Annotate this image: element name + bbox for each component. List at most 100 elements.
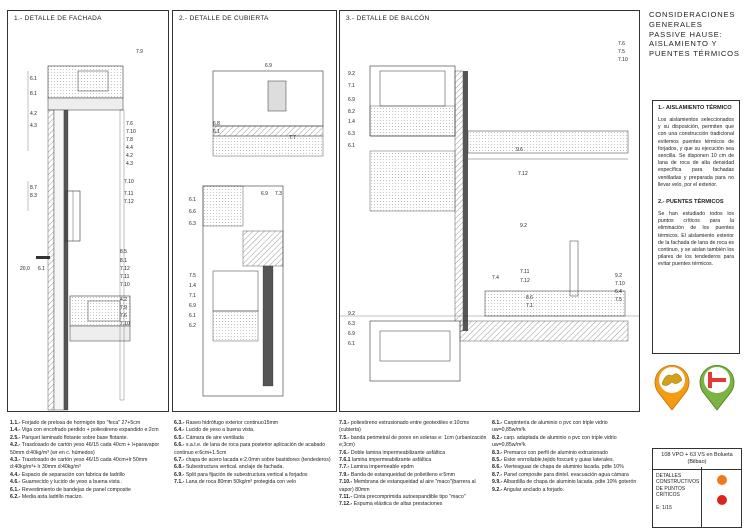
legend-item: 4.2.- Trasdosado de cartón yeso 46/15 ca…	[10, 442, 160, 456]
project-description: DETALLES CONSTRUCTIVOS DE PUNTOS CRÍTICO…	[656, 473, 700, 499]
tag-label: 6.2	[189, 323, 196, 329]
tag-label: 7.10	[615, 281, 625, 287]
tag-label: 6.8	[213, 121, 220, 127]
panel-title: 3.- DETALLE DE BALCÓN	[346, 15, 430, 22]
legend-item: 7.7.- Lamina impermeable epdm	[339, 464, 414, 471]
tag-label: 6.6	[189, 209, 196, 215]
tag-label: 8.7	[30, 185, 37, 191]
tag-label: 9.2	[520, 223, 527, 229]
project-info-box: 108 VPO + 63 VS en Bolueta (Bilbao) DETA…	[652, 448, 742, 528]
tag-label: 7.12	[520, 278, 530, 284]
legend-col-4: 8.1.- Carpintería de aluminio o pvc con …	[492, 420, 637, 494]
legend-item: 8.1.- Carpintería de aluminio o pvc con …	[492, 420, 608, 434]
tag-label: 1.4	[348, 119, 355, 125]
tag-label: 8.2	[348, 109, 355, 115]
tag-label: 8.5	[120, 249, 127, 255]
section-heading: 1.- AISLAMIENTO TÉRMICO	[658, 105, 732, 111]
section-heading: 2.- PUENTES TÉRMICOS	[658, 199, 724, 206]
notes-box: 1.- AISLAMIENTO TÉRMICO Los aislamientos…	[652, 100, 740, 354]
tag-label: 7.7	[289, 135, 296, 141]
status-dot-red	[717, 495, 727, 505]
legend-item: 9.9.- Albardilla de chapa de aluminio la…	[492, 479, 637, 486]
legend-item: 6.1.- Revestimiento de bandejas de panel…	[10, 486, 131, 493]
legend-item: 6.4.- Lucido de yeso a buena vista.	[174, 427, 255, 434]
cubierta-drawing	[202, 70, 324, 397]
tag-label: 7.6	[126, 121, 133, 127]
legend-item: 8.2.- carp. adaptada de aluminio o pvc c…	[492, 434, 617, 449]
tag-label: 6.3	[348, 321, 355, 327]
tag-label: 7.12	[124, 199, 134, 205]
project-title: 108 VPO + 63 VS en Bolueta (Bilbao)	[653, 449, 741, 470]
tag-label: 7.11	[520, 269, 530, 275]
legend-item: 7.5.- banda perimetral de porex en soler…	[339, 434, 487, 449]
legend-item: 6.5.- Cámara de aire ventilada	[174, 434, 244, 441]
insulation-badge-icon	[652, 362, 692, 412]
legend-item: 7.1.- Lana de roca 80mm 50kg/m³ protegid…	[174, 479, 296, 486]
legend-col-2: 6.3.- Raseo hidrófugo exterior continuo1…	[174, 420, 332, 487]
tag-label: 7.10	[120, 282, 130, 288]
legend-item: 8.5.- Estor enrrollable,tejido foscurit …	[492, 457, 614, 464]
tag-label: 6.9	[189, 303, 196, 309]
section-body: Los aislamientos seleccionados y su disp…	[658, 117, 734, 188]
tag-label: 7.10	[120, 321, 130, 327]
tag-label: 8.1	[30, 91, 37, 97]
scale-label: E: 1/15	[656, 505, 672, 511]
tag-label: 7.10	[124, 179, 134, 185]
tag-label: 6.1	[38, 266, 45, 272]
tag-label: 6.1	[189, 197, 196, 203]
tag-label: 8.3	[30, 193, 37, 199]
legend-item: 7.6.1 lamina impermeabilizante asfáltica	[339, 457, 432, 464]
tag-label: 6.1	[189, 313, 196, 319]
tag-label: 4.2	[126, 153, 133, 159]
legend-col-1: 1.1.- Forjado de prelosa de hormigón tip…	[10, 420, 170, 501]
tag-label: 7.6	[120, 313, 127, 319]
sheet-title: CONSIDERACIONES GENERALES PASSIVE HAUSE:…	[649, 10, 740, 59]
balcon-drawing	[340, 65, 639, 382]
legend-item: 8.7.- Panel composite para dintel. evacu…	[492, 471, 629, 478]
tag-label: 6.9	[348, 331, 355, 337]
tag-label: 4.3	[30, 123, 37, 129]
tag-label: 7.5	[618, 49, 625, 55]
tag-label: 4.2	[120, 297, 127, 303]
tag-label: 4.4	[126, 145, 133, 151]
tag-label: 7.3	[275, 191, 282, 197]
tag-label: 9.2	[615, 273, 622, 279]
thermal-bridge-badge-icon	[697, 362, 737, 412]
panel-title: 1.- DETALLE DE FACHADA	[14, 15, 102, 22]
tag-label: 6.3	[189, 221, 196, 227]
tag-label: 8.6	[526, 295, 533, 301]
panel-fachada: 1.- DETALLE DE FACHADA	[7, 10, 169, 412]
divider	[701, 467, 702, 527]
tag-label: 7.5	[615, 297, 622, 303]
panel-title: 2.- DETALLE DE CUBIERTA	[179, 15, 269, 22]
tag-label: 7.1	[189, 293, 196, 299]
tag-label: 6.1	[213, 129, 220, 135]
tag-label: 7.10	[126, 129, 136, 135]
legend-item: 6.9.- Split para fijación de subestructu…	[174, 471, 308, 478]
tag-label: 7.11	[124, 191, 134, 197]
panel-balcon: 3.- DETALLE DE BALCÓN 7.6 7.5 7.10 9.2 7…	[339, 10, 640, 412]
tag-label: 20,0	[20, 266, 30, 272]
tag-label: 7.12	[518, 171, 528, 177]
legend-item: 1.4.- Viga con encofrado perdido + polie…	[10, 427, 159, 434]
legend-item: 7.9.- Banda de estanqueidad de polietile…	[339, 471, 455, 478]
tag-label: 7.1	[526, 303, 533, 309]
tag-label: 7.8	[126, 137, 133, 143]
tag-label: 6.4	[615, 289, 622, 295]
legend-item: 7.12.- Espuma elástica de altas prestaci…	[339, 501, 443, 508]
tag-label: 4.3	[126, 161, 133, 167]
tag-label: 7.11	[120, 274, 130, 280]
tag-label: 7.6	[618, 41, 625, 47]
tag-label: 7.12	[120, 266, 130, 272]
legend-item: 7.3.- poliestireno extrusionado entre ge…	[339, 420, 470, 434]
fachada-drawing	[27, 65, 131, 411]
tag-label: 9.6	[516, 147, 523, 153]
legend-item: 7.11.- Cinta precomprimida autoexpandibl…	[339, 494, 466, 501]
legend-item: 6.3.- Raseo hidrófugo exterior continuo1…	[174, 420, 279, 426]
tag-label: 7.1	[348, 83, 355, 89]
tag-label: 7.10	[618, 57, 628, 63]
panel-cubierta: 2.- DETALLE DE CUBIERTA 6.9 6.8 6.1 7.7 …	[172, 10, 337, 412]
tag-label: 6.1	[30, 76, 37, 82]
section-body: Se han estudiado todos los puntos crític…	[658, 211, 734, 268]
tag-label: 7.5	[189, 273, 196, 279]
